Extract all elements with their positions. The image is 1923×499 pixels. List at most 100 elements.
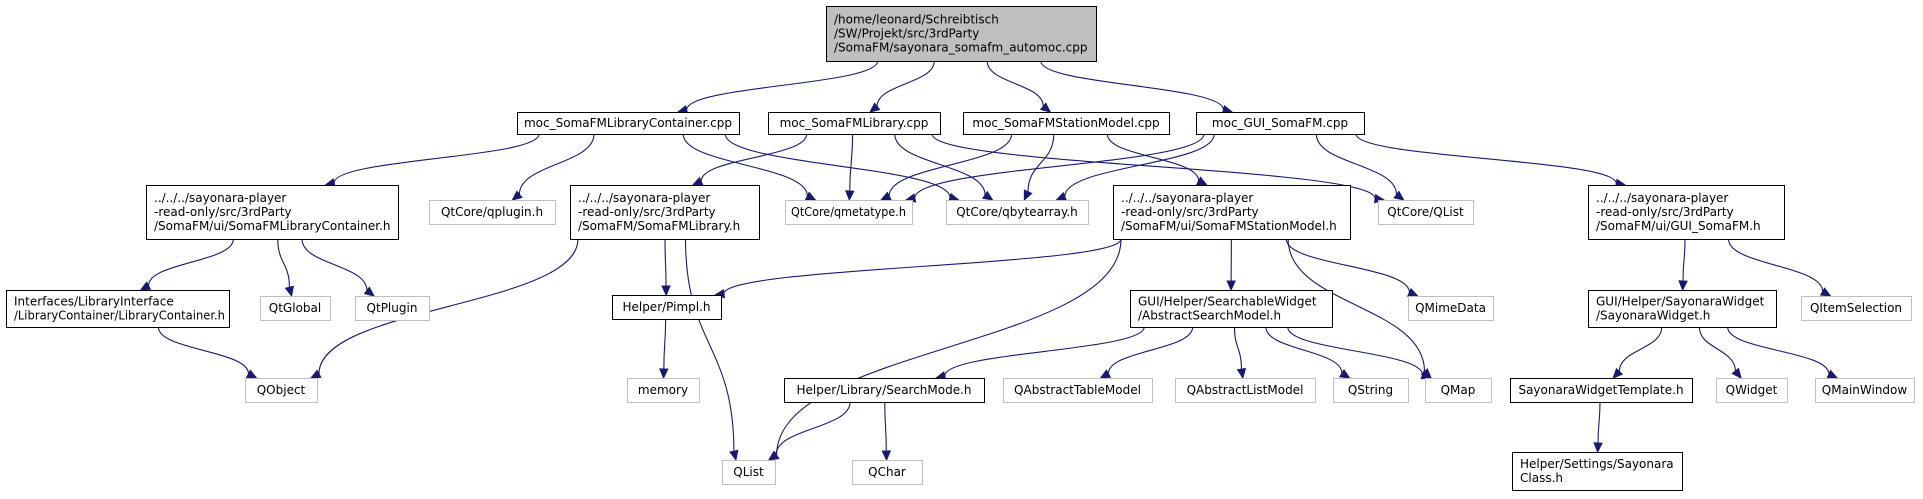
node-sayonarawidget-h[interactable]: GUI/Helper/SayonaraWidget/SayonaraWidget… — [1588, 290, 1777, 328]
node-label-line: /home/leonard/Schreibtisch — [834, 13, 999, 27]
arrow-head — [880, 191, 892, 201]
node-label-line: QMap — [1441, 383, 1476, 397]
edge-line — [682, 133, 808, 197]
arrow-head — [363, 286, 375, 297]
arrow-head — [845, 190, 855, 202]
node-label-line: QString — [1348, 383, 1393, 397]
node-label-line: Interfaces/LibraryInterface — [14, 295, 174, 309]
node-widgettemplate-h[interactable]: SayonaraWidgetTemplate.h — [1510, 378, 1693, 403]
edge-pimpl_h-to-memory — [659, 318, 669, 380]
node-label-line: Helper/Library/SearchMode.h — [796, 383, 971, 397]
node-box — [852, 460, 923, 485]
node-qabstractlistmodel: QAbstractListModel — [1175, 378, 1316, 403]
node-label-line: QtCore/qmetatype.h — [791, 205, 906, 219]
node-box — [429, 200, 556, 225]
edge-line — [1040, 60, 1224, 110]
edge-library_h-to-qobject — [309, 238, 579, 379]
edge-moc_gui-to-gui_h — [1355, 133, 1627, 188]
node-moc-station[interactable]: moc_SomaFMStationModel.cpp — [963, 112, 1170, 135]
node-qmap: QMap — [1425, 378, 1492, 403]
arrow-head — [245, 369, 258, 379]
node-label-line: QMimeData — [1415, 301, 1486, 315]
node-container-h[interactable]: ../../../sayonara-player-read-only/src/3… — [146, 185, 399, 240]
node-qabstracttablemodel: QAbstractTableModel — [1003, 378, 1153, 403]
node-label-line: QtPlugin — [367, 301, 418, 315]
node-label-line: moc_SomaFMLibraryContainer.cpp — [524, 116, 732, 130]
node-box — [260, 296, 331, 321]
node-root[interactable]: /home/leonard/Schreibtisch/SW/Projekt/sr… — [826, 6, 1097, 62]
node-station-h[interactable]: ../../../sayonara-player-read-only/src/3… — [1113, 185, 1351, 240]
edge-line — [876, 60, 935, 107]
node-label-line: QMainWindow — [1822, 383, 1908, 397]
edge-root-to-moc_container — [676, 60, 879, 115]
edge-line — [1727, 326, 1830, 375]
node-qtcore-qlist: QtCore/QList — [1378, 200, 1474, 225]
node-box — [1510, 378, 1693, 403]
arrow-head — [881, 450, 892, 462]
arrow-head — [139, 281, 152, 291]
edge-line — [888, 133, 1013, 196]
node-qmimedata: QMimeData — [1408, 296, 1494, 321]
arrow-head — [1826, 369, 1839, 379]
node-box — [1716, 378, 1788, 403]
edge-line — [884, 401, 887, 452]
edge-sayonarawidget_h-to-qwidget — [1698, 326, 1742, 379]
arrow-head — [659, 368, 669, 380]
edge-line — [1285, 238, 1410, 293]
edge-line — [1682, 238, 1686, 282]
node-qbytearray-h: QtCore/qbytearray.h — [946, 200, 1089, 225]
node-pimpl-h[interactable]: Helper/Pimpl.h — [612, 295, 722, 320]
node-label-line: ../../../sayonara-player — [154, 191, 286, 205]
node-memory: memory — [627, 378, 700, 403]
node-gui-h[interactable]: ../../../sayonara-player-read-only/src/3… — [1588, 185, 1785, 240]
node-qtplugin: QtPlugin — [355, 296, 430, 321]
node-searchmodel-h[interactable]: GUI/Helper/SearchableWidget/AbstractSear… — [1130, 290, 1333, 328]
arrow-head — [661, 285, 671, 297]
edge-root-to-moc_library — [869, 60, 935, 113]
arrow-head — [869, 102, 881, 113]
edge-line — [931, 133, 1376, 199]
node-box — [1003, 378, 1153, 403]
edge-container_h-to-libcontainer_h — [139, 238, 234, 291]
edge-line — [894, 133, 986, 196]
edge-moc_library-to-library_h — [691, 133, 808, 186]
node-label-line: -read-only/src/3rdParty — [578, 205, 716, 219]
node-box — [785, 200, 913, 225]
node-searchmode-h[interactable]: Helper/Library/SearchMode.h — [784, 378, 985, 403]
node-box — [1378, 200, 1474, 225]
node-label-line: ../../../sayonara-player — [1121, 191, 1253, 205]
edge-library_h-to-pimpl_h — [661, 238, 671, 297]
edge-line — [775, 401, 851, 455]
edge-moc_library-to-qmetatype_h — [845, 133, 855, 202]
arrow-head — [767, 450, 780, 461]
edge-line — [277, 238, 290, 288]
edge-sayonarawidget_h-to-widgettemplate_h — [1612, 326, 1663, 379]
edge-line — [1027, 133, 1055, 192]
edge-moc_container-to-container_h — [324, 133, 540, 188]
node-label-line: Class.h — [1520, 471, 1563, 485]
node-label-line: /SayonaraWidget.h — [1596, 309, 1710, 323]
node-libcontainer-h[interactable]: Interfaces/LibraryInterface/LibraryConta… — [6, 290, 230, 328]
edge-line — [1287, 326, 1424, 376]
node-label-line: GUI/Helper/SayonaraWidget — [1596, 295, 1765, 309]
arrow-head — [1393, 190, 1405, 201]
edge-line — [700, 133, 808, 182]
node-moc-library[interactable]: moc_SomaFMLibrary.cpp — [768, 112, 941, 135]
node-moc-container[interactable]: moc_SomaFMLibraryContainer.cpp — [517, 112, 740, 135]
edge-line — [1106, 133, 1200, 181]
node-moc-gui[interactable]: moc_GUI_SomaFM.cpp — [1196, 112, 1365, 135]
node-box — [1425, 378, 1492, 403]
node-box — [826, 6, 1097, 62]
node-box — [355, 296, 430, 321]
edge-line — [148, 238, 234, 286]
node-library-h[interactable]: ../../../sayonara-player-read-only/src/3… — [570, 185, 760, 240]
node-label-line: ../../../sayonara-player — [1596, 191, 1728, 205]
edge-searchmode_h-to-qchar — [881, 401, 892, 462]
node-qchar: QChar — [852, 460, 923, 485]
edge-line — [518, 133, 595, 195]
nodes-layer: /home/leonard/Schreibtisch/SW/Projekt/sr… — [6, 6, 1915, 491]
edge-moc_container-to-qbytearray_h — [724, 133, 960, 203]
arrow-head — [284, 285, 294, 298]
edge-line — [849, 133, 854, 192]
